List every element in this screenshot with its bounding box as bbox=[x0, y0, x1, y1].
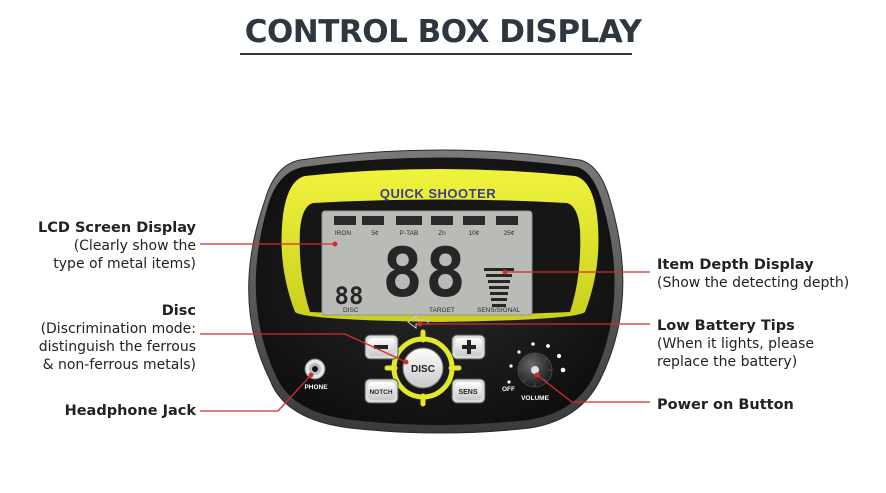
title-underline bbox=[240, 53, 632, 55]
metal-label-10c: 10¢ bbox=[469, 230, 480, 237]
svg-text:DISC: DISC bbox=[411, 364, 435, 375]
svg-text:NOTCH: NOTCH bbox=[369, 389, 392, 396]
lcd-sens-signal-label: SENS/SIGNAL bbox=[477, 307, 521, 314]
power-volume-knob[interactable] bbox=[517, 352, 553, 388]
low-battery-icon bbox=[407, 315, 429, 329]
callout-power-heading: Power on Button bbox=[657, 397, 794, 413]
indicator-bar bbox=[463, 216, 485, 225]
leader-lines bbox=[200, 241, 650, 412]
indicator-bar bbox=[431, 216, 453, 225]
callout-battery-heading: Low Battery Tips bbox=[657, 318, 795, 334]
depth-bar bbox=[490, 292, 508, 295]
brand-label: QUICK SHOOTER bbox=[380, 186, 496, 201]
callout-disc-line: distinguish the ferrous bbox=[38, 339, 196, 355]
off-label: OFF bbox=[502, 386, 515, 393]
sens-button[interactable]: SENS bbox=[451, 378, 486, 404]
metal-label-5c: 5¢ bbox=[371, 230, 379, 237]
lcd-disc-label: DISC bbox=[343, 307, 359, 314]
depth-bar bbox=[488, 280, 510, 283]
metal-label-iron: IRON bbox=[335, 230, 352, 237]
metal-indicator-bars bbox=[334, 216, 518, 225]
indicator-bar bbox=[334, 216, 356, 225]
depth-bar bbox=[491, 298, 507, 301]
leader-power bbox=[536, 374, 650, 403]
callout-disc-heading: Disc bbox=[161, 303, 196, 319]
phone-label: PHONE bbox=[304, 384, 328, 391]
lcd-big-digits: 88 bbox=[382, 234, 468, 313]
lcd-target-label: TARGET bbox=[429, 307, 455, 314]
callout-headphone: Headphone Jack bbox=[65, 402, 196, 420]
depth-bar bbox=[486, 274, 512, 277]
callout-lcd: LCD Screen Display (Clearly show the typ… bbox=[38, 219, 196, 273]
callout-depth-heading: Item Depth Display bbox=[657, 257, 814, 273]
callout-battery-line: (When it lights, please bbox=[657, 336, 815, 352]
volume-label: VOLUME bbox=[521, 395, 549, 402]
depth-bar bbox=[492, 304, 506, 307]
callout-depth-line: (Show the detecting depth) bbox=[657, 275, 850, 291]
depth-bar bbox=[489, 286, 509, 289]
metal-label-ptab: P-TAB bbox=[400, 230, 419, 237]
lcd-small-digits: 88 bbox=[335, 282, 364, 310]
volume-scale-dots bbox=[507, 342, 566, 384]
callout-lcd-heading: LCD Screen Display bbox=[38, 220, 196, 236]
depth-signal-bars bbox=[484, 268, 514, 307]
callout-disc-line: & non-ferrous metals) bbox=[42, 357, 196, 373]
callout-disc-line: (Discrimination mode: bbox=[40, 321, 196, 337]
metal-label-25c: 25¢ bbox=[504, 230, 515, 237]
disc-button[interactable]: DISC bbox=[402, 347, 444, 389]
callout-battery-line: replace the battery) bbox=[657, 354, 798, 370]
minus-button[interactable] bbox=[364, 334, 399, 360]
callout-battery: Low Battery Tips (When it lights, please… bbox=[657, 317, 814, 371]
metal-label-zn: Zn bbox=[438, 230, 446, 237]
indicator-bar bbox=[396, 216, 422, 225]
lcd-screen bbox=[322, 211, 532, 315]
callout-headphone-heading: Headphone Jack bbox=[64, 403, 196, 419]
headphone-jack[interactable] bbox=[304, 358, 326, 380]
indicator-bar bbox=[362, 216, 384, 225]
callout-lcd-line: type of metal items) bbox=[53, 256, 196, 272]
depth-bar bbox=[484, 268, 514, 271]
plus-button[interactable] bbox=[451, 334, 486, 360]
callout-power: Power on Button bbox=[657, 396, 794, 414]
callout-depth: Item Depth Display (Show the detecting d… bbox=[657, 256, 849, 292]
page-title: CONTROL BOX DISPLAY bbox=[244, 14, 642, 50]
notch-button[interactable]: NOTCH bbox=[364, 378, 399, 404]
callout-lcd-line: (Clearly show the bbox=[73, 238, 196, 254]
callout-disc: Disc (Discrimination mode: distinguish t… bbox=[39, 302, 196, 374]
svg-text:SENS: SENS bbox=[458, 389, 477, 396]
indicator-bar bbox=[496, 216, 518, 225]
leader-disc bbox=[200, 333, 407, 363]
